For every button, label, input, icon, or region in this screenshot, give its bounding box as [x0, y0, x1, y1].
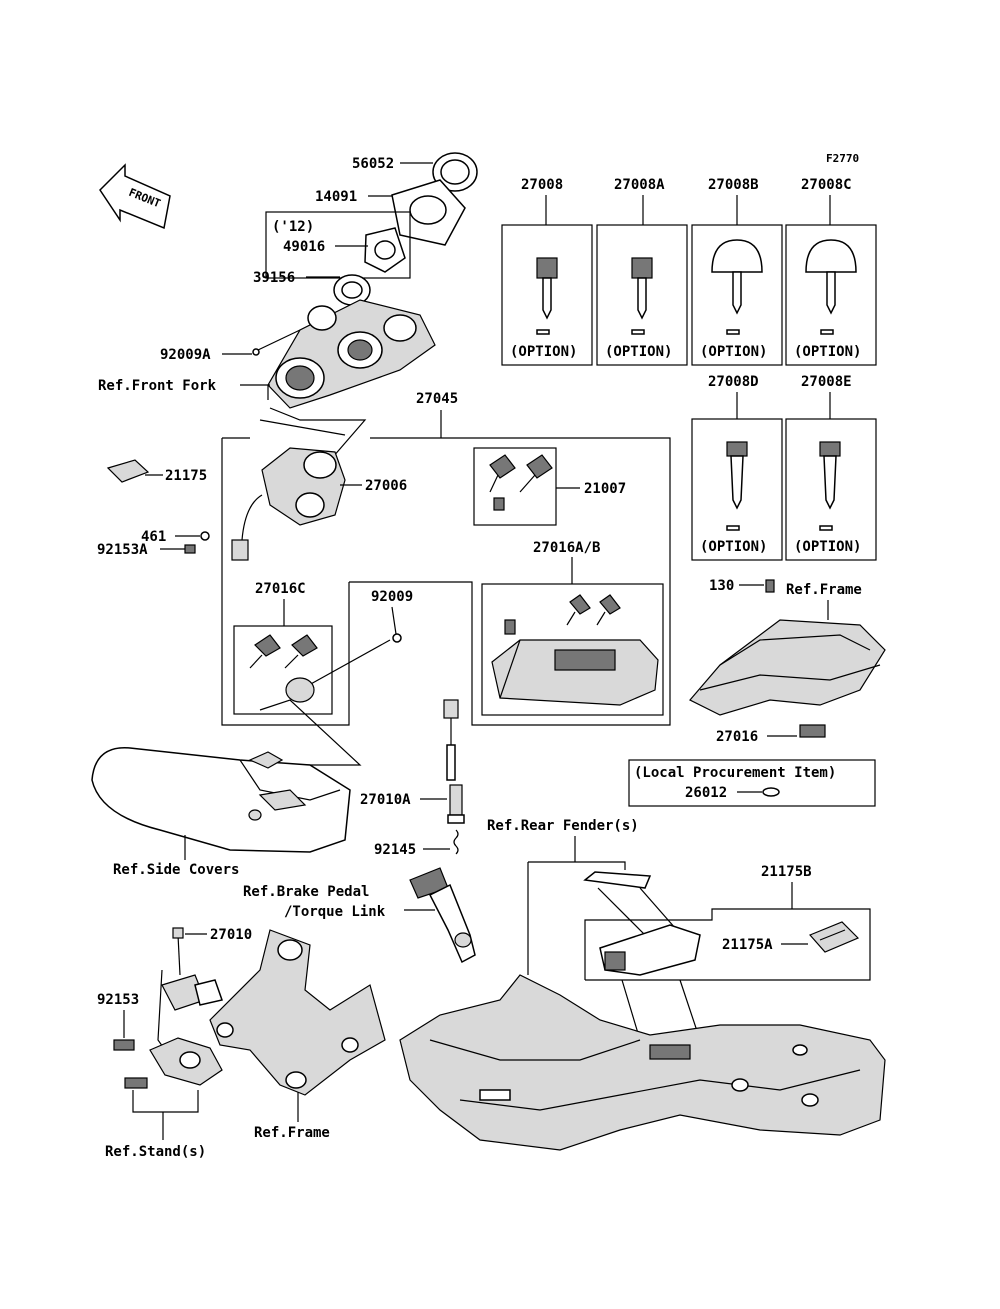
tag-21175 [106, 459, 150, 483]
label-21175A: 21175A [722, 937, 773, 953]
tag-21175B [599, 924, 701, 976]
label-27008E: 27008E [801, 374, 852, 390]
option-box-27008C [785, 224, 877, 366]
key-27008A [631, 257, 653, 335]
label-27010A: 27010A [360, 792, 411, 808]
option-box-27008B [691, 224, 783, 366]
label-27008C: 27008C [801, 177, 852, 193]
key-27008B [711, 239, 763, 335]
top-cover-56052 [432, 152, 478, 192]
bolt-92009A [252, 348, 260, 356]
option-box-27008E [785, 418, 877, 561]
label-92153A: 92153A [97, 542, 148, 558]
key-27008E [819, 441, 841, 531]
option-label-27008B: (OPTION) [700, 344, 767, 360]
rear-frame-section [689, 619, 886, 738]
label-27010: 27010 [210, 927, 252, 943]
stand-bracket [149, 1037, 223, 1086]
seat-lock-27016C [285, 677, 315, 703]
brake-switch-27010A [443, 699, 465, 824]
key-27008C [805, 239, 857, 335]
plate-39156 [333, 274, 371, 306]
label-27008: 27008 [521, 177, 563, 193]
label-27008D: 27008D [708, 374, 759, 390]
ignition-switch-27006 [231, 447, 346, 561]
label-27008B: 27008B [708, 177, 759, 193]
label-local-procurement: (Local Procurement Item) [634, 765, 836, 781]
label-ref-frame-bottom: Ref.Frame [254, 1125, 330, 1141]
spring-92145 [453, 829, 459, 855]
label-92145: 92145 [374, 842, 416, 858]
keys-21007 [489, 454, 553, 511]
box-27016C [233, 625, 333, 715]
label-21007: 21007 [584, 481, 626, 497]
label-26012: 26012 [685, 785, 727, 801]
box-21007 [473, 447, 557, 526]
rear-fender [399, 974, 886, 1151]
label-39156: 39156 [253, 270, 295, 286]
label-21175: 21175 [165, 468, 207, 484]
guard-49016 [364, 227, 406, 273]
washer-461 [200, 531, 210, 541]
fender-bracket [583, 871, 652, 889]
option-label-27008D: (OPTION) [700, 539, 767, 555]
frame-lower [209, 929, 386, 1096]
ecu-27016AB [491, 594, 659, 706]
label-92153: 92153 [97, 992, 139, 1008]
year-12-box [265, 211, 411, 279]
bolt-92153 [113, 1039, 135, 1051]
label-27006: 27006 [365, 478, 407, 494]
label-ref-brake-pedal: Ref.Brake Pedal [243, 884, 369, 900]
option-label-27008A: (OPTION) [605, 344, 672, 360]
label-27016AB: 27016A/B [533, 540, 600, 556]
option-label-27008C: (OPTION) [794, 344, 861, 360]
label-92009A: 92009A [160, 347, 211, 363]
brake-pedal [409, 867, 476, 964]
label-torque-link: /Torque Link [284, 904, 386, 920]
bolt-stand [124, 1077, 148, 1089]
front-arrow-icon: FRONT [99, 163, 171, 230]
option-label-27008E: (OPTION) [794, 539, 861, 555]
side-cover [91, 747, 351, 853]
keys-27016C [249, 634, 318, 669]
key-27008D [726, 441, 748, 531]
bolt-130 [765, 579, 775, 593]
label-21175B: 21175B [761, 864, 812, 880]
item-26012 [762, 787, 780, 797]
local-procurement-box [628, 759, 876, 807]
label-49016: 49016 [283, 239, 325, 255]
label-27016: 27016 [716, 729, 758, 745]
option-box-27008 [501, 224, 593, 366]
label-ref-rear-fender: Ref.Rear Fender(s) [487, 818, 639, 834]
key-27008 [536, 257, 558, 335]
label-year-12: ('12) [272, 219, 314, 235]
label-14091: 14091 [315, 189, 357, 205]
tag-21175A [808, 921, 860, 953]
screw-92009 [392, 633, 402, 643]
option-box-27008D [691, 418, 783, 561]
label-ref-frame-top: Ref.Frame [786, 582, 862, 598]
box-27016AB [481, 583, 664, 716]
label-461: 461 [141, 529, 166, 545]
label-56052: 56052 [352, 156, 394, 172]
figure-code: F2770 [826, 152, 859, 165]
label-27008A: 27008A [614, 177, 665, 193]
upper-triple-clamp [267, 299, 436, 409]
label-27016C: 27016C [255, 581, 306, 597]
label-ref-stands: Ref.Stand(s) [105, 1144, 206, 1160]
label-92009: 92009 [371, 589, 413, 605]
side-stand-switch-27010 [161, 927, 223, 1011]
label-130: 130 [709, 578, 734, 594]
bolt-92153A [184, 544, 196, 554]
label-ref-front-fork: Ref.Front Fork [98, 378, 217, 394]
option-box-27008A [596, 224, 688, 366]
label-ref-side-covers: Ref.Side Covers [113, 862, 239, 878]
label-27045: 27045 [416, 391, 458, 407]
option-label-27008: (OPTION) [510, 344, 577, 360]
